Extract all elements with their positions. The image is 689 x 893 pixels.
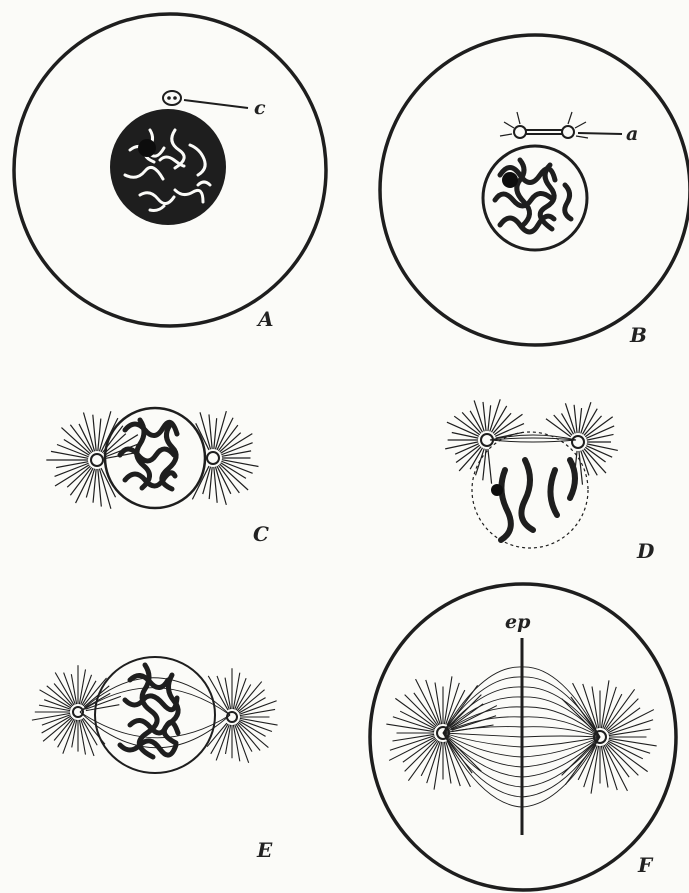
nucleolus — [138, 139, 156, 157]
aster-ray — [448, 685, 477, 725]
aster-ray — [565, 744, 594, 784]
aster-ray — [452, 433, 478, 439]
aster-ray — [222, 451, 251, 456]
aster-left — [386, 676, 497, 789]
callout-label-a: a — [626, 123, 638, 145]
aster-ray — [579, 408, 582, 433]
aster-right — [562, 680, 657, 793]
panel-label-b: B — [629, 323, 647, 347]
aster-left — [46, 411, 138, 509]
callout-line-a — [578, 133, 622, 134]
aster-ray — [587, 434, 614, 440]
panel-a: c A — [14, 14, 326, 331]
nucleus — [110, 109, 226, 225]
panel-label-f: F — [637, 853, 654, 877]
panel-b: a B — [380, 35, 689, 347]
aster-ray — [607, 742, 647, 771]
panel-d: D — [445, 399, 655, 563]
aster-ray — [99, 411, 110, 451]
aster-ray — [585, 417, 612, 437]
panel-e: E — [32, 657, 278, 862]
aster-ray — [454, 416, 479, 435]
centrosome-left — [91, 454, 103, 466]
centrosome-left — [73, 707, 83, 717]
aster-ray — [587, 444, 618, 451]
chromosomes — [501, 460, 575, 540]
centrosome-pair — [500, 112, 588, 138]
callout-line-c — [184, 100, 248, 108]
aster-ray — [483, 402, 486, 431]
aster-right — [192, 411, 258, 505]
panel-label-d: D — [636, 539, 655, 563]
aster-ray — [447, 422, 479, 436]
aster-ray — [494, 414, 522, 434]
panel-c: C — [46, 408, 269, 546]
cell-membrane — [380, 35, 689, 345]
centrosome-right — [207, 452, 219, 464]
aster-ray — [395, 698, 435, 727]
panel-label-e: E — [256, 838, 273, 862]
aster-ray — [574, 405, 577, 433]
aster-right — [207, 668, 277, 763]
centrosome — [163, 91, 181, 105]
nucleolus — [502, 172, 518, 188]
aster-ray — [605, 689, 634, 729]
aster-ray — [488, 405, 491, 431]
chromosome-threads — [495, 160, 571, 232]
callout-label-c: c — [254, 97, 266, 119]
callout-label-ep: ep — [505, 611, 531, 633]
centrosome-right — [572, 436, 584, 448]
panel-label-a: A — [256, 307, 274, 331]
nucleolus — [491, 484, 503, 496]
aster-ray — [483, 449, 486, 480]
panel-f: ep F — [370, 584, 676, 890]
centrosome-right — [227, 712, 237, 722]
panel-label-c: C — [253, 522, 269, 546]
aster-ray — [215, 411, 226, 449]
aster-ray — [546, 419, 571, 437]
aster-ray — [445, 442, 478, 449]
aster-ray — [408, 740, 437, 780]
aster-ray — [554, 415, 572, 435]
aster-ray — [488, 449, 492, 484]
